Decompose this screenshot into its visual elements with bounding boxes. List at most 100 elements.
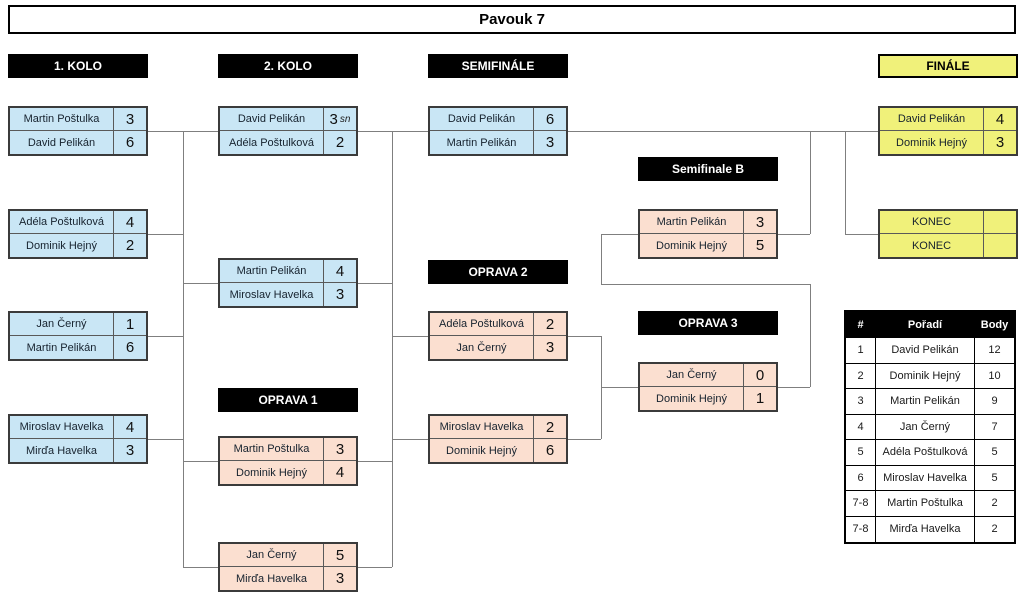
name-cell: Martin Poštulka — [876, 491, 975, 516]
round-header-finale: FINÁLE — [878, 54, 1018, 78]
bracket-connector — [778, 387, 810, 388]
standings-header-rank: # — [846, 312, 876, 337]
standings-row: 7-8 Mirďa Havelka 2 — [846, 516, 1014, 542]
player-name: Miroslav Havelka — [220, 283, 324, 306]
standings-row: 1 David Pelikán 12 — [846, 338, 1014, 364]
player-score: 1 — [125, 315, 135, 333]
bracket-connector — [601, 387, 638, 388]
player-name: Adéla Poštulková — [220, 131, 324, 154]
player-score: 4 — [335, 464, 345, 481]
player-score: 3 — [545, 134, 555, 151]
player-score — [984, 234, 1016, 257]
round-header-1-kolo: 1. KOLO — [8, 54, 148, 78]
rank-cell: 7-8 — [846, 516, 876, 542]
player-name: Martin Pelikán — [10, 336, 114, 359]
bracket-connector — [392, 336, 428, 337]
player-score: 6 — [545, 110, 555, 128]
player-score: 3 — [125, 442, 135, 459]
player-score: 4 — [125, 418, 135, 436]
bracket-connector — [148, 234, 183, 235]
bracket-connector — [568, 131, 878, 132]
player-name: Mirďa Havelka — [10, 439, 114, 462]
standings-table: # Pořadí Body 1 David Pelikán 12 2 Domin… — [844, 310, 1016, 544]
player-name: Martin Pelikán — [220, 260, 324, 282]
player-score: 5 — [755, 237, 765, 254]
points-cell: 5 — [991, 446, 998, 459]
player-score: 3 — [335, 570, 345, 587]
bracket-connector — [358, 131, 428, 132]
bracket-connector — [148, 336, 183, 337]
player-name: Dominik Hejný — [430, 439, 534, 462]
player-name: Martin Poštulka — [10, 108, 114, 130]
player-score: 4 — [995, 110, 1005, 128]
standings-header-name: Pořadí — [876, 312, 975, 337]
player-name: Mirďa Havelka — [220, 567, 324, 590]
player-score: 4 — [335, 262, 345, 280]
standings-header-points: Body — [980, 318, 1009, 331]
points-cell: 12 — [988, 344, 1001, 357]
standings-row: 4 Jan Černý 7 — [846, 414, 1014, 440]
player-score: 2 — [125, 237, 135, 254]
bracket-connector — [845, 131, 846, 234]
bracket-connector — [601, 234, 602, 284]
player-name: Dominik Hejný — [640, 387, 744, 410]
player-name: Jan Černý — [640, 364, 744, 386]
player-name: KONEC — [880, 234, 984, 257]
bracket-connector — [183, 461, 218, 462]
bracket-connector — [358, 567, 392, 568]
bracket-connector — [568, 336, 601, 337]
player-score: 3 — [995, 134, 1005, 151]
bracket-connector — [392, 439, 428, 440]
bracket-connector — [845, 234, 878, 235]
standings-row: 7-8 Martin Poštulka 2 — [846, 491, 1014, 517]
section-header-oprava1: OPRAVA 1 — [218, 388, 358, 412]
name-cell: Jan Černý — [876, 414, 975, 439]
standings-row: 5 Adéla Poštulková 5 — [846, 440, 1014, 466]
player-name: David Pelikán — [10, 131, 114, 154]
bracket-connector — [183, 131, 184, 567]
bracket-connector — [601, 336, 602, 439]
player-score: 3 — [545, 339, 555, 356]
section-header-semifinale-b: Semifinale B — [638, 157, 778, 181]
points-cell: 2 — [991, 523, 998, 536]
bracket-connector — [358, 283, 392, 284]
bracket-connector — [601, 284, 811, 285]
player-score: 2 — [545, 418, 555, 436]
player-name: David Pelikán — [220, 108, 324, 130]
player-name: Dominik Hejný — [880, 131, 984, 154]
match-finale: David Pelikán 4 Dominik Hejný 3 — [878, 106, 1018, 156]
standings-row: 2 Dominik Hejný 10 — [846, 363, 1014, 389]
rank-cell: 3 — [846, 389, 876, 414]
player-score: 1 — [755, 390, 765, 407]
bracket-connector — [148, 439, 183, 440]
player-name: Miroslav Havelka — [10, 416, 114, 438]
name-cell: Adéla Poštulková — [876, 440, 975, 465]
name-cell: David Pelikán — [876, 338, 975, 363]
bracket-connector — [810, 131, 811, 234]
rank-cell: 1 — [846, 338, 876, 363]
bracket-connector — [810, 284, 811, 387]
player-score: 3 — [335, 440, 345, 458]
player-name: Martin Poštulka — [220, 438, 324, 460]
player-score: 3 — [125, 110, 135, 128]
player-name: KONEC — [880, 211, 984, 233]
standings-row: 3 Martin Pelikán 9 — [846, 389, 1014, 415]
player-score: 4 — [125, 213, 135, 231]
player-score: 2 — [545, 315, 555, 333]
player-name: Jan Černý — [430, 336, 534, 359]
player-name: Adéla Poštulková — [430, 313, 534, 335]
points-cell: 7 — [991, 420, 998, 433]
section-header-oprava2: OPRAVA 2 — [428, 260, 568, 284]
player-score: 5 — [335, 546, 345, 564]
player-name: Dominik Hejný — [640, 234, 744, 257]
round-header-semifinale: SEMIFINÁLE — [428, 54, 568, 78]
player-name: David Pelikán — [880, 108, 984, 130]
player-score: 6 — [125, 339, 135, 356]
name-cell: Miroslav Havelka — [876, 465, 975, 490]
name-cell: Dominik Hejný — [876, 363, 975, 388]
